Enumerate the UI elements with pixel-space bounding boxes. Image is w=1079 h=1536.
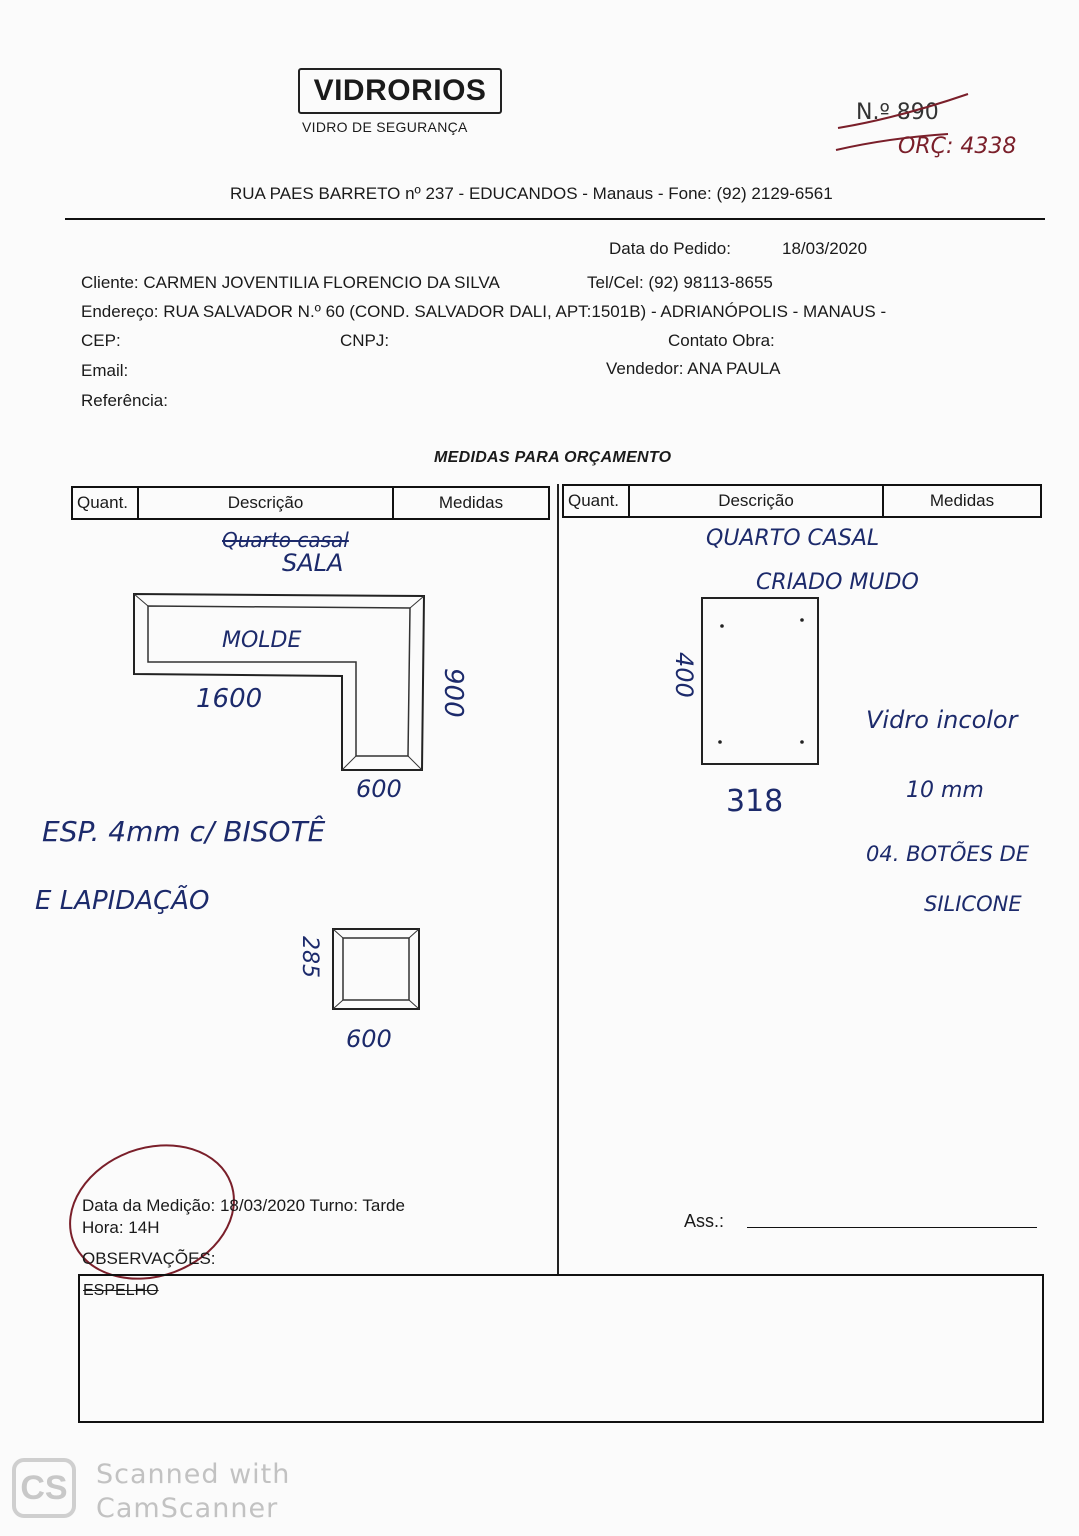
silicone-note: SILICONE	[924, 892, 1022, 916]
order-date-value: 18/03/2020	[782, 239, 868, 258]
left-table-header: Quant. Descrição Medidas	[71, 486, 550, 520]
quant-header: Quant.	[562, 484, 630, 518]
measure-time: Hora: 14H	[82, 1218, 160, 1237]
spec-line-1: ESP. 4mm c/ BISOTÊ	[42, 815, 326, 848]
room-label: SALA	[282, 549, 344, 577]
signature-label: Ass.:	[684, 1211, 725, 1231]
ink-circle-mark	[69, 1144, 235, 1280]
height-400: 400	[670, 652, 698, 698]
company-logo: VIDRORIOS	[298, 68, 502, 114]
height-900: 900	[438, 668, 468, 718]
quant-header: Quant.	[71, 486, 139, 520]
desc-header: Descrição	[628, 484, 884, 518]
company-address: RUA PAES BARRETO nº 237 - EDUCANDOS - Ma…	[230, 184, 833, 203]
observations-value: ESPELHO	[83, 1282, 159, 1299]
spec-line-2: E LAPIDAÇÃO	[35, 886, 210, 916]
watermark-line-2: CamScanner	[96, 1493, 279, 1524]
phone-field: Tel/Cel: (92) 98113-8655	[587, 273, 773, 292]
glass-thickness: 10 mm	[906, 778, 984, 803]
signature-line	[747, 1227, 1037, 1228]
width-600-small: 600	[346, 1025, 392, 1053]
cep-field: CEP:	[81, 331, 121, 350]
order-number: N.º 890	[856, 100, 939, 125]
camscanner-logo: CS	[12, 1458, 76, 1518]
reference-field: Referência:	[81, 391, 168, 410]
brand-tagline: VIDRO DE SEGURANÇA	[302, 119, 468, 135]
right-item-label: CRIADO MUDO	[756, 570, 919, 595]
email-field: Email:	[81, 361, 129, 380]
height-285: 285	[297, 936, 322, 978]
camscanner-watermark: Scanned with CamScanner	[96, 1458, 290, 1526]
medidas-header: Medidas	[392, 486, 550, 520]
watermark-line-1: Scanned with	[96, 1459, 291, 1490]
criado-mudo-glass-drawing	[701, 597, 819, 765]
brand-name: VIDRORIOS	[313, 74, 487, 107]
width-1600: 1600	[196, 684, 263, 714]
square-mirror-drawing	[332, 928, 420, 1010]
right-table-header: Quant. Descrição Medidas	[562, 484, 1042, 518]
header-divider	[65, 218, 1045, 220]
section-title: MEDIDAS PARA ORÇAMENTO	[434, 449, 672, 466]
medidas-header: Medidas	[882, 484, 1042, 518]
width-318: 318	[726, 784, 784, 819]
column-divider	[557, 484, 559, 1274]
observations-label: OBSERVAÇÕES:	[82, 1249, 216, 1268]
l-shape-mirror-drawing	[133, 592, 426, 771]
molde-label: MOLDE	[222, 628, 302, 653]
seller-field: Vendedor: ANA PAULA	[606, 359, 781, 378]
address-field: Endereço: RUA SALVADOR N.º 60 (COND. SAL…	[81, 302, 887, 321]
orc-note: ORÇ: 4338	[898, 134, 1017, 159]
desc-header: Descrição	[137, 486, 394, 520]
right-room-label: QUARTO CASAL	[706, 526, 880, 551]
buttons-note: 04. BOTÕES DE	[866, 842, 1030, 866]
observations-box: ESPELHO	[78, 1274, 1044, 1423]
contact-field: Contato Obra:	[668, 331, 775, 350]
width-600: 600	[356, 775, 402, 803]
client-field: Cliente: CARMEN JOVENTILIA FLORENCIO DA …	[81, 273, 500, 292]
number-strike-icon	[835, 93, 969, 151]
glass-type: Vidro incolor	[866, 706, 1018, 734]
order-date-label: Data do Pedido:	[609, 239, 731, 258]
struck-label: Quarto casal	[222, 528, 349, 552]
measure-date: Data da Medição: 18/03/2020 Turno: Tarde	[82, 1196, 405, 1215]
cnpj-field: CNPJ:	[340, 331, 390, 350]
